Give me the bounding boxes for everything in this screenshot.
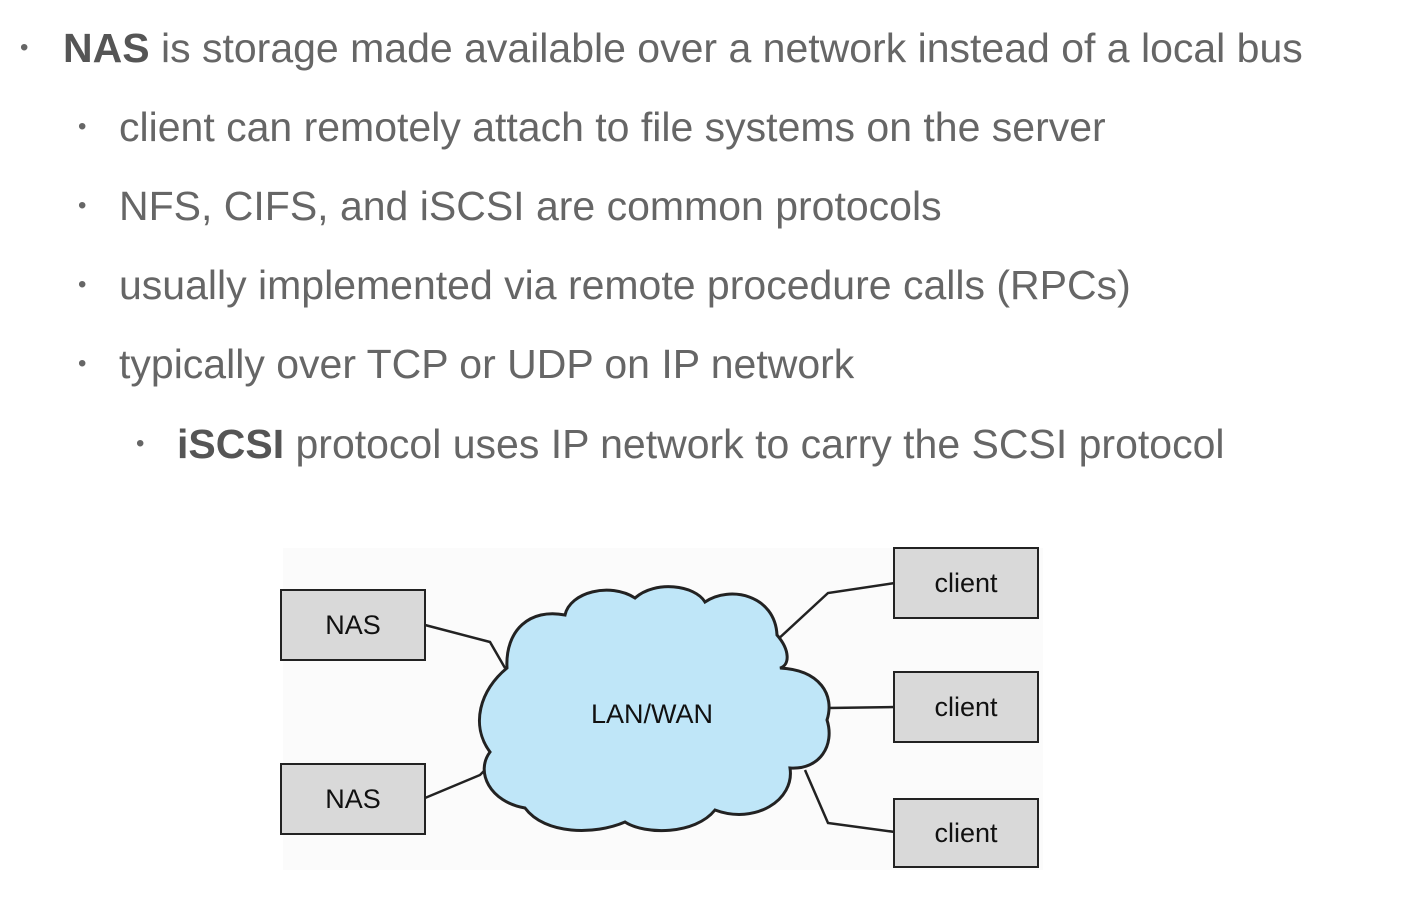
bullet-item-nas: NAS is storage made available over a net…	[63, 24, 1303, 72]
bullet-item-protocols: NFS, CIFS, and iSCSI are common protocol…	[119, 182, 942, 230]
lan-wan-cloud	[477, 585, 831, 833]
bullet-dot: •	[78, 113, 87, 140]
link-client-top	[774, 581, 896, 643]
bullet-item-rpc: usually implemented via remote procedure…	[119, 261, 1131, 309]
bullet-text: client can remotely attach to file syste…	[119, 104, 1106, 150]
bullet-item-client-attach: client can remotely attach to file syste…	[119, 103, 1106, 151]
bullet-item-tcp-udp: typically over TCP or UDP on IP network	[119, 340, 854, 388]
bullet-bold-term: NAS	[63, 25, 150, 71]
nas-network-diagram: LAN/WAN NAS NAS client client client	[275, 540, 1050, 875]
bullet-dot: •	[78, 192, 87, 219]
bullet-text: typically over TCP or UDP on IP network	[119, 341, 855, 387]
client-node-top: client	[893, 547, 1039, 619]
client-node-middle: client	[893, 671, 1039, 743]
nas-node-top: NAS	[280, 589, 426, 661]
link-client-middle	[827, 705, 896, 710]
bullet-item-iscsi: iSCSI protocol uses IP network to carry …	[177, 420, 1225, 468]
bullet-text: protocol uses IP network to carry the SC…	[284, 421, 1225, 467]
bullet-dot: •	[136, 430, 145, 457]
bullet-dot: •	[78, 271, 87, 298]
link-nas-top	[424, 623, 507, 669]
bullet-text: usually implemented via remote procedure…	[119, 262, 1131, 308]
bullet-text: NFS, CIFS, and iSCSI are common protocol…	[119, 183, 942, 229]
link-client-bottom	[803, 769, 896, 834]
bullet-dot: •	[78, 350, 87, 377]
client-node-bottom: client	[893, 798, 1039, 868]
nas-node-bottom: NAS	[280, 763, 426, 835]
bullet-bold-term: iSCSI	[177, 421, 285, 467]
bullet-text: is storage made available over a network…	[149, 25, 1303, 71]
cloud-label: LAN/WAN	[591, 699, 714, 729]
bullet-dot: •	[20, 34, 29, 61]
